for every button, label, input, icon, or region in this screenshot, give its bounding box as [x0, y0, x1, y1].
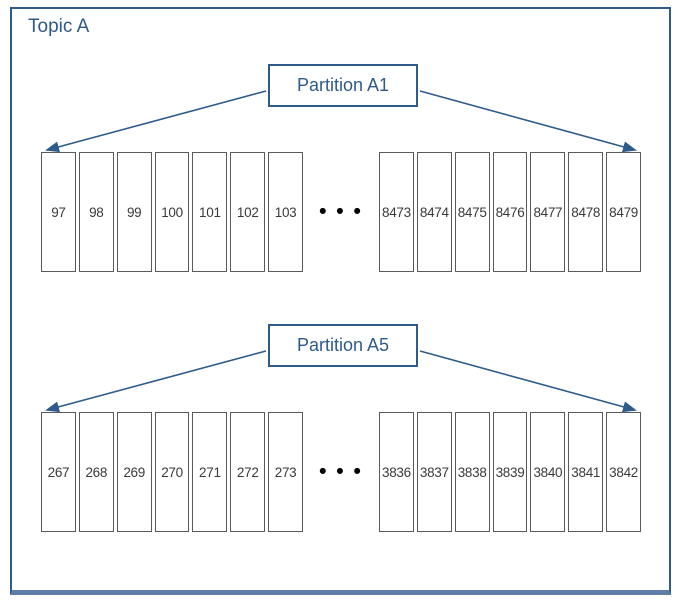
- partition-a1-label-box: Partition A1: [268, 64, 418, 107]
- offset-cell: 100: [154, 152, 190, 272]
- offset-cell: 268: [78, 412, 114, 532]
- offset-cell: 3837: [416, 412, 452, 532]
- offset-cell: 272: [230, 412, 266, 532]
- offset-cell: 101: [192, 152, 228, 272]
- offset-cell: 8476: [492, 152, 528, 272]
- offset-cell: 102: [230, 152, 266, 272]
- offset-cell: 8475: [454, 152, 490, 272]
- offset-cell: 103: [268, 152, 304, 272]
- offset-cell: 3836: [379, 412, 414, 532]
- offset-cell: 3840: [530, 412, 566, 532]
- offset-cell: 269: [116, 412, 152, 532]
- ellipsis: • • •: [319, 460, 363, 483]
- ellipsis: • • •: [319, 200, 363, 223]
- offset-cell: 271: [192, 412, 228, 532]
- offset-cell: 98: [78, 152, 114, 272]
- offset-cell: 3842: [606, 412, 642, 532]
- offset-cell: 8473: [379, 152, 414, 272]
- offset-cell: 99: [116, 152, 152, 272]
- offset-cell: 8474: [416, 152, 452, 272]
- offset-cell: 8478: [568, 152, 604, 272]
- offset-cell: 8479: [606, 152, 642, 272]
- offset-cell: 270: [154, 412, 190, 532]
- offset-cell: 8477: [530, 152, 566, 272]
- partition-a5-label: Partition A5: [296, 335, 390, 355]
- offset-cell: 3841: [568, 412, 604, 532]
- partition-a1-label: Partition A1: [296, 75, 390, 95]
- offset-cell: 3838: [454, 412, 490, 532]
- offset-cell: 3839: [492, 412, 528, 532]
- topic-box: [10, 7, 671, 595]
- topic-title: Topic A: [28, 16, 90, 37]
- offset-cell: 273: [268, 412, 304, 532]
- offset-cell: 267: [41, 412, 76, 532]
- partition-a5-label-box: Partition A5: [268, 324, 418, 367]
- offset-cell: 97: [41, 152, 76, 272]
